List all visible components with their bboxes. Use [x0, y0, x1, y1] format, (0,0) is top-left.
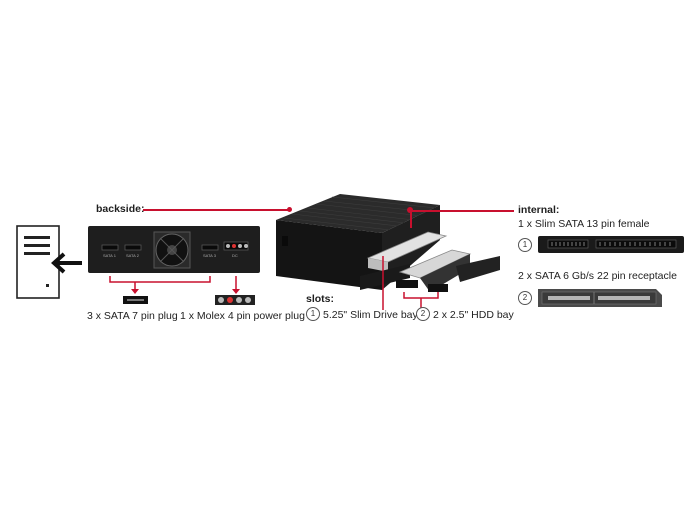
- backside-callout-dot: [287, 207, 292, 212]
- panel-label-dc: DC: [232, 253, 238, 258]
- backside-label: backside:: [96, 203, 145, 215]
- slot1-label: 5.25" Slim Drive bay: [323, 309, 418, 321]
- slot1-number: 1: [306, 307, 320, 321]
- slots-label: slots:: [306, 293, 335, 305]
- panel-label-sata1: SATA 1: [103, 253, 116, 258]
- internal2-label: 2 x SATA 6 Gb/s 22 pin receptacle: [518, 270, 677, 282]
- internal1-number: 1: [518, 238, 532, 252]
- internal-callout-line: [410, 210, 514, 212]
- internal-label: internal:: [518, 204, 560, 216]
- internal-callout-drop: [410, 210, 412, 228]
- backside-callout-line: [143, 209, 289, 211]
- sata-plug-label: 3 x SATA 7 pin plug: [87, 310, 178, 322]
- internal1-label: 1 x Slim SATA 13 pin female: [518, 218, 650, 230]
- panel-label-sata3: SATA 3: [203, 253, 216, 258]
- slot2-number: 2: [416, 307, 430, 321]
- slot2-label: 2 x 2.5" HDD bay: [433, 309, 514, 321]
- molex-plug-label: 1 x Molex 4 pin power plug: [180, 310, 305, 322]
- internal2-number: 2: [518, 291, 532, 305]
- panel-label-sata2: SATA 2: [126, 253, 139, 258]
